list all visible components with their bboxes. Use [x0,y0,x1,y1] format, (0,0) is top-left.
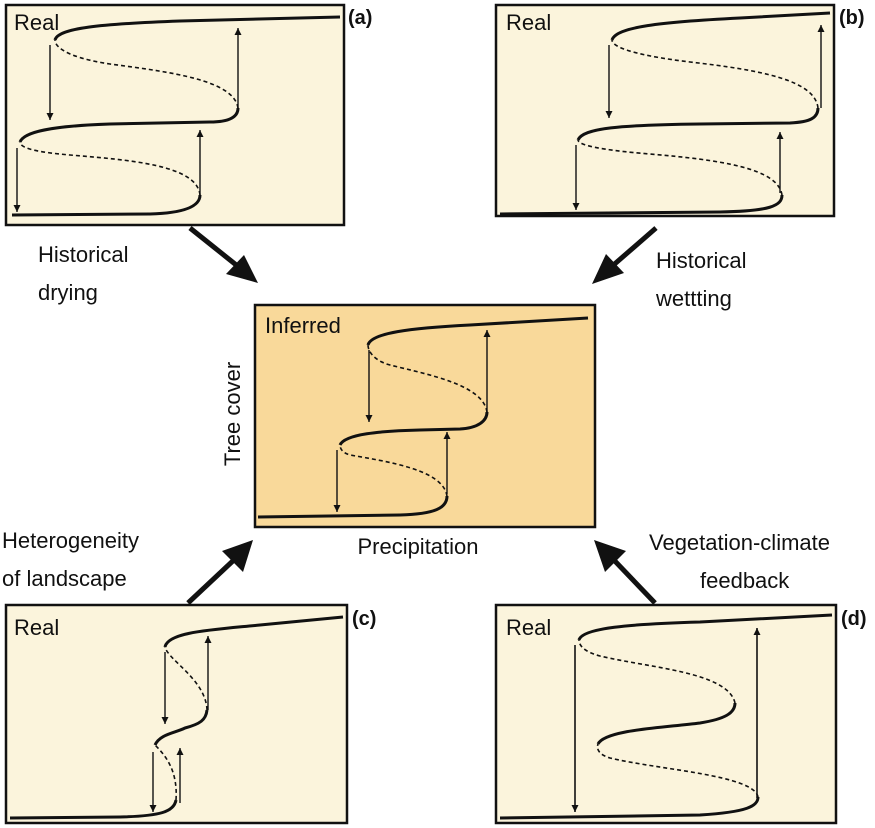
factor-bottom-left-line1: Heterogeneity [2,528,139,553]
panel-b: Real (b) [494,3,865,218]
panel-b-tag: (b) [839,7,865,29]
panel-inferred-curve [257,316,589,519]
factor-heterogeneity: Heterogeneity of landscape [2,528,139,591]
panel-a-title: Real [14,10,59,35]
panel-d-frame [494,603,838,825]
panel-c-title: Real [14,615,59,640]
factor-top-left-line1: Historical [38,242,128,267]
panel-inferred-title: Inferred [265,313,341,338]
panel-a-arrows [13,28,242,212]
panel-b-curve [499,11,831,216]
panel-a-curve [11,15,341,217]
factor-bottom-right-line2: feedback [700,568,790,593]
factor-top-right-line2: wettting [655,286,732,311]
connector-top-right [592,226,658,284]
panel-a-tag: (a) [348,7,372,29]
factor-bottom-right-line1: Vegetation-climate [649,530,830,555]
factor-historical-wetting: Historical wettting [655,248,746,311]
connector-bottom-left [186,540,253,605]
factor-vegetation-feedback: Vegetation-climate feedback [649,530,830,593]
panel-inferred-frame [253,303,597,529]
panel-d-arrows [571,628,761,812]
panel-b-title: Real [506,10,551,35]
panel-c: Real (c) [4,603,376,825]
panel-inferred: Inferred Tree cover Precipitation [220,303,597,559]
panel-a-frame [4,3,346,227]
panel-b-frame [494,3,836,218]
panel-c-arrows [149,636,212,812]
panel-c-tag: (c) [352,608,376,630]
factor-bottom-left-line2: of landscape [2,566,127,591]
panel-inferred-arrows [333,330,491,512]
connector-bottom-right [594,540,657,605]
panel-d-title: Real [506,615,551,640]
factor-historical-drying: Historical drying [38,242,128,305]
y-axis-label: Tree cover [220,362,245,466]
panel-d-tag: (d) [841,608,867,630]
panel-a: Real (a) [4,3,372,227]
panel-d: Real (d) [494,603,867,825]
factor-top-right-line1: Historical [656,248,746,273]
panel-c-curve [9,615,344,820]
connector-top-left [188,226,258,283]
factor-top-left-line2: drying [38,280,98,305]
x-axis-label: Precipitation [357,534,478,559]
panel-b-arrows [572,25,825,210]
panel-d-curve [499,613,833,820]
panel-c-frame [4,603,349,825]
